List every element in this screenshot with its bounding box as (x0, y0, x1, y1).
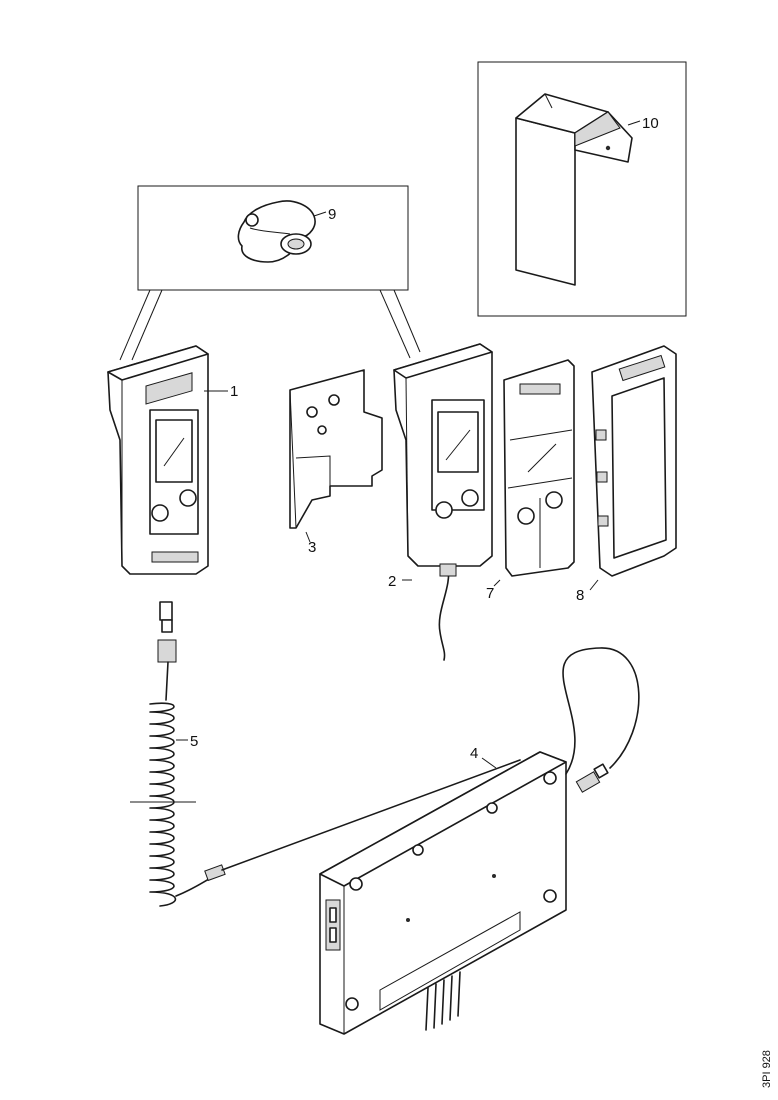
base-station-part-4 (319, 751, 567, 1035)
callout-4: 4 (470, 745, 478, 762)
handset-part-2 (393, 343, 493, 661)
callout-10: 10 (642, 115, 659, 132)
callout-7: 7 (486, 585, 494, 602)
power-cable (562, 647, 640, 793)
drawing-code: 3PI 928 (761, 1050, 773, 1088)
leader-left (119, 289, 151, 361)
callout-3: 3 (308, 539, 316, 556)
clip-inset: 9 (119, 185, 421, 361)
callout-1: 1 (230, 383, 238, 400)
coiled-cable-part-5 (130, 601, 521, 907)
callout-2: 2 (388, 573, 396, 590)
clip-inset-frame (137, 185, 409, 291)
wall-bracket-part (515, 93, 633, 286)
clip-part (237, 200, 316, 263)
handset-part-1 (107, 345, 209, 575)
frame-part-8 (591, 345, 677, 577)
leader-right (379, 289, 411, 359)
holder-plate-part-3 (289, 369, 383, 529)
front-cover-part-7 (503, 359, 575, 577)
inset-frame (477, 61, 687, 317)
callout-5: 5 (190, 733, 198, 750)
callout-9: 9 (328, 206, 336, 223)
wall-bracket-inset: 10 (477, 61, 687, 317)
callout-8: 8 (576, 587, 584, 604)
